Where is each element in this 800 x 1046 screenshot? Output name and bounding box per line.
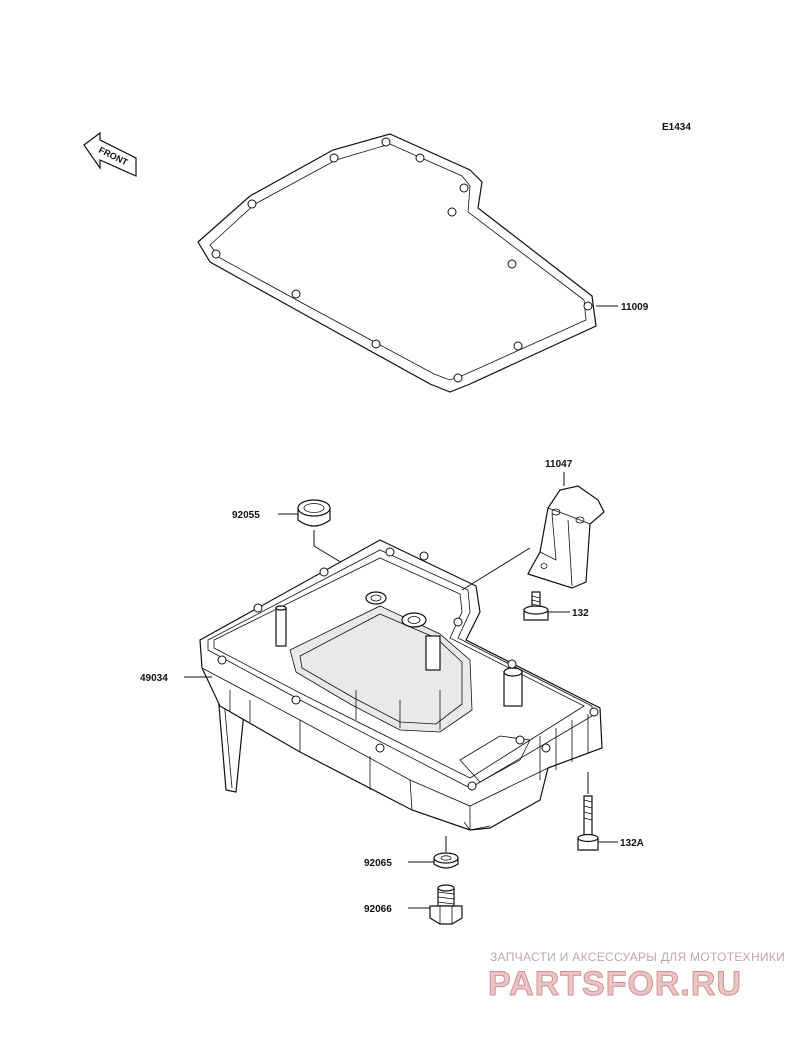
callout-92066: 92066 [364,904,392,915]
callout-92065: 92065 [364,858,392,869]
callout-132: 132 [572,608,589,619]
callout-92055: 92055 [232,510,260,521]
diagram-code: E1434 [662,122,691,133]
bolt-132 [523,591,549,621]
callout-132A: 132A [620,838,644,849]
callout-11009: 11009 [621,302,649,313]
drain-plug-92066 [429,884,463,925]
bracket-11047 [527,485,605,589]
gasket-11009 [197,133,597,393]
washer-92065 [433,852,459,869]
callout-49034: 49034 [140,673,168,684]
watermark-tagline: ЗАПЧАСТИ И АКСЕССУАРЫ ДЛЯ МОТОТЕХНИКИ [490,950,785,964]
watermark-brand: PARTSFOR.RU [488,965,742,1003]
front-arrow-icon: FRONT [83,131,137,177]
seal-92055 [297,499,331,527]
leader-bracket-pan [461,547,531,591]
callout-11047: 11047 [545,459,573,470]
bolt-132a [577,795,599,851]
oil-pan-49034 [199,539,603,831]
